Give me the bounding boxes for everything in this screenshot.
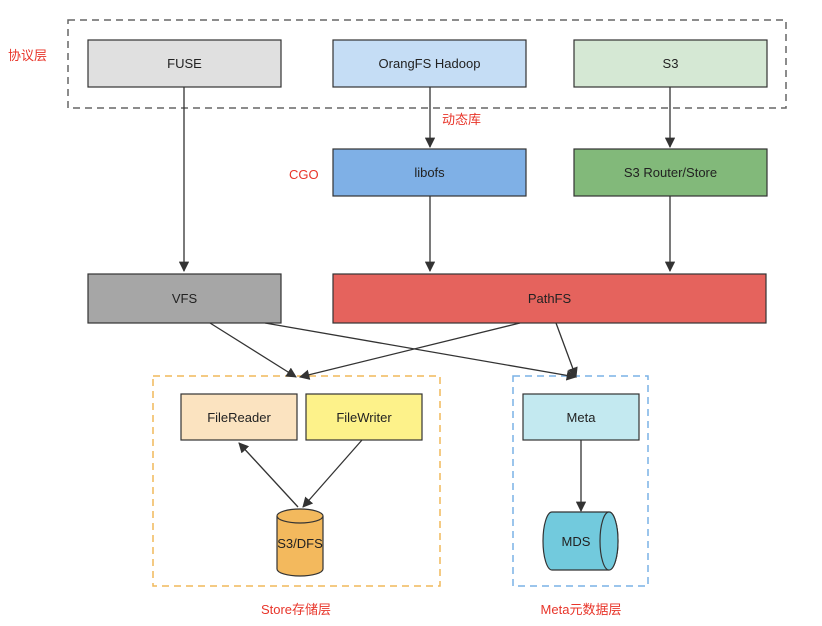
arrow-vfs-store	[209, 322, 297, 378]
arrow-vfs-meta	[264, 322, 578, 381]
node-file-writer-label: FileWriter	[336, 410, 392, 425]
node-orangfs-hadoop-label: OrangFS Hadoop	[379, 56, 481, 71]
node-fuse-box	[87, 39, 282, 88]
node-s3-dfs-cylinder: S3/DFS	[276, 508, 324, 577]
arrow-pathfs-store	[298, 322, 521, 380]
node-vfs-label: VFS	[172, 291, 198, 306]
node-libofs-label: libofs	[414, 165, 445, 180]
dynamic-lib-label: 动态库	[442, 112, 481, 127]
node-file-reader-label: FileReader	[207, 410, 271, 425]
node-file-writer: FileWriter	[305, 393, 423, 441]
arrow-pathfs-meta	[555, 322, 578, 378]
node-fuse: FUSE	[87, 39, 282, 88]
meta-layer-group	[512, 375, 649, 587]
cgo-label: CGO	[289, 167, 319, 182]
meta-layer-label: Meta元数据层	[541, 602, 622, 617]
store-layer-group	[152, 375, 441, 587]
arrow-filewriter-dfs	[302, 439, 363, 508]
node-s3-router-store-label: S3 Router/Store	[624, 165, 717, 180]
node-s3-dfs-body	[276, 516, 324, 577]
node-mds-cylinder: MDS	[542, 511, 619, 571]
protocol-layer-group	[67, 19, 787, 109]
node-fuse-label: FUSE	[167, 56, 202, 71]
node-orangfs-hadoop: OrangFS Hadoop	[332, 39, 527, 88]
node-s3-box	[573, 39, 768, 88]
node-s3-dfs-label: S3/DFS	[277, 536, 323, 551]
node-s3-router-store-box	[573, 148, 768, 197]
arrow-dfs-filereader	[238, 442, 299, 508]
node-s3-router-store: S3 Router/Store	[573, 148, 768, 197]
node-libofs-box	[332, 148, 527, 197]
store-layer-label: Store存储层	[261, 602, 331, 617]
node-s3-dfs-top	[276, 508, 324, 524]
node-file-reader: FileReader	[180, 393, 298, 441]
node-mds-label: MDS	[562, 534, 591, 549]
node-meta: Meta	[522, 393, 640, 441]
node-meta-label: Meta	[567, 410, 597, 425]
node-file-writer-box	[305, 393, 423, 441]
node-file-reader-box	[180, 393, 298, 441]
node-vfs-box	[87, 273, 282, 324]
node-libofs: libofs	[332, 148, 527, 197]
node-s3-label: S3	[663, 56, 679, 71]
node-s3: S3	[573, 39, 768, 88]
node-mds-end	[599, 511, 619, 571]
node-orangfs-hadoop-box	[332, 39, 527, 88]
node-pathfs-label: PathFS	[528, 291, 572, 306]
protocol-layer-label: 协议层	[8, 48, 47, 63]
node-vfs: VFS	[87, 273, 282, 324]
node-meta-box	[522, 393, 640, 441]
node-pathfs-box	[332, 273, 767, 324]
node-pathfs: PathFS	[332, 273, 767, 324]
